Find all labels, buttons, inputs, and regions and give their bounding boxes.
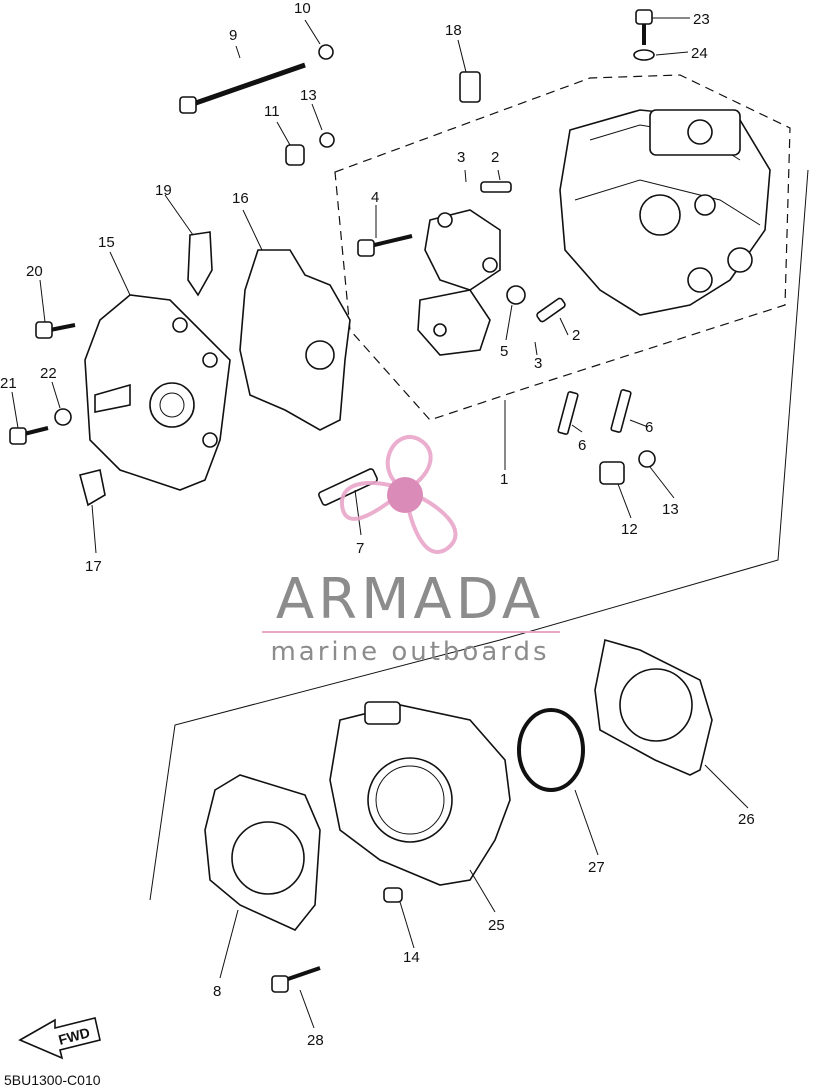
cylinder-head	[559, 109, 771, 316]
gasket-ring	[305, 340, 335, 370]
washer-10	[318, 44, 334, 60]
head-assembly-boundary	[334, 74, 791, 421]
callout-13b: 13	[662, 501, 679, 518]
callout-24: 24	[691, 45, 708, 62]
fwd-arrow: FWD	[18, 1017, 101, 1060]
dowel-11	[285, 144, 305, 166]
clip-17	[79, 469, 106, 507]
cylinder-group-outline	[149, 169, 809, 901]
callout-28: 28	[307, 1032, 324, 1049]
washer-13a	[319, 132, 335, 148]
bolt-20	[35, 321, 76, 339]
gasket-26-bore	[619, 668, 693, 742]
stud-6a	[557, 391, 579, 435]
callout-2b: 2	[572, 327, 580, 344]
seal-5	[506, 285, 526, 305]
rocker-housing	[417, 209, 501, 356]
callout-22: 22	[40, 365, 57, 382]
gasket-8-bore	[231, 821, 305, 895]
callout-11: 11	[264, 103, 280, 120]
head-cover	[84, 294, 231, 491]
callout-15: 15	[98, 234, 115, 251]
callout-14: 14	[403, 949, 420, 966]
callout-20: 20	[26, 263, 43, 280]
bolt-23	[635, 9, 653, 45]
callout-21: 21	[0, 375, 17, 392]
fwd-label: FWD	[57, 1024, 92, 1048]
callout-27: 27	[588, 859, 605, 876]
stud-6b	[610, 389, 632, 433]
callout-2a: 2	[491, 149, 499, 166]
callout-19: 19	[155, 182, 172, 199]
callout-4: 4	[371, 189, 379, 206]
callout-3a: 3	[457, 149, 465, 166]
callout-18: 18	[445, 22, 462, 39]
o-ring-27	[517, 708, 585, 792]
callout-17: 17	[85, 558, 102, 575]
callout-6a: 6	[578, 437, 586, 454]
callout-25: 25	[488, 917, 505, 934]
watermark-brand: ARMADA	[276, 567, 544, 632]
bolt-9	[179, 62, 306, 114]
callout-12: 12	[621, 521, 638, 538]
washer-22	[54, 408, 72, 426]
callout-13a: 13	[300, 87, 317, 104]
washer-13b	[638, 450, 656, 468]
propeller-logo	[339, 435, 458, 554]
callout-labels: 1 2 2 3 3 4 5 6 6 7 8 9 10 11 12 13 13 1…	[0, 0, 755, 1049]
valve-2b	[536, 297, 566, 323]
cover-gasket	[239, 249, 351, 431]
watermark-tagline: marine outboards	[270, 637, 549, 667]
callout-23: 23	[693, 11, 710, 28]
cylinder-block	[329, 701, 511, 886]
callout-16: 16	[232, 190, 249, 207]
callout-1: 1	[500, 471, 508, 488]
bolt-4	[357, 234, 413, 257]
callout-3b: 3	[534, 355, 542, 372]
leader-lines	[11, 17, 749, 1029]
bolt-21	[9, 426, 49, 445]
callout-5: 5	[500, 343, 508, 360]
diagram-code: 5BU1300-C010	[4, 1072, 101, 1088]
callout-10: 10	[294, 0, 311, 17]
valve-2a	[480, 181, 512, 193]
bracket-18	[459, 71, 481, 103]
callout-8: 8	[213, 983, 221, 1000]
callout-9: 9	[229, 27, 237, 44]
bolt-28	[271, 966, 321, 993]
callout-6b: 6	[645, 419, 653, 436]
plug-12	[599, 461, 625, 485]
callout-26: 26	[738, 811, 755, 828]
dowel-14	[383, 887, 403, 903]
washer-24	[633, 49, 655, 61]
callout-7: 7	[356, 540, 364, 557]
bracket-19	[187, 231, 213, 297]
